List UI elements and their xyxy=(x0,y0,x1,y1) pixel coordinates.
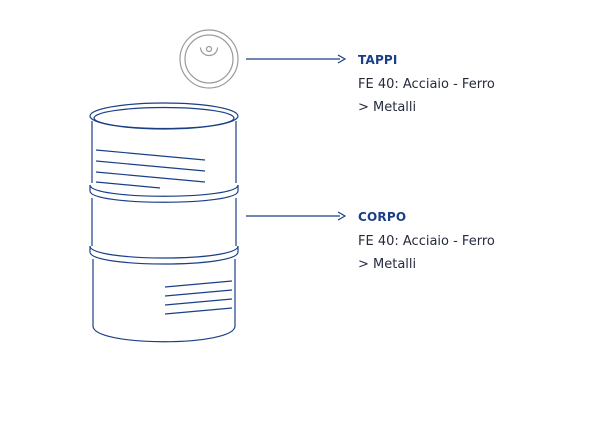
callout-arrow-caps xyxy=(246,54,347,64)
callout-caps-category: > Metalli xyxy=(358,100,417,115)
callout-caps-title: TAPPI xyxy=(358,53,398,67)
bottle-cap-icon xyxy=(179,29,239,89)
callout-body-category: > Metalli xyxy=(358,257,417,272)
callout-body-title: CORPO xyxy=(358,210,407,224)
steel-drum-icon xyxy=(89,102,239,343)
callout-body: CORPO FE 40: Acciaio - Ferro > Metalli xyxy=(358,209,495,276)
callout-caps-material: FE 40: Acciaio - Ferro xyxy=(358,77,495,92)
callout-caps: TAPPI FE 40: Acciaio - Ferro > Metalli xyxy=(358,52,495,119)
callout-body-material: FE 40: Acciaio - Ferro xyxy=(358,234,495,249)
callout-arrow-body xyxy=(246,211,347,221)
